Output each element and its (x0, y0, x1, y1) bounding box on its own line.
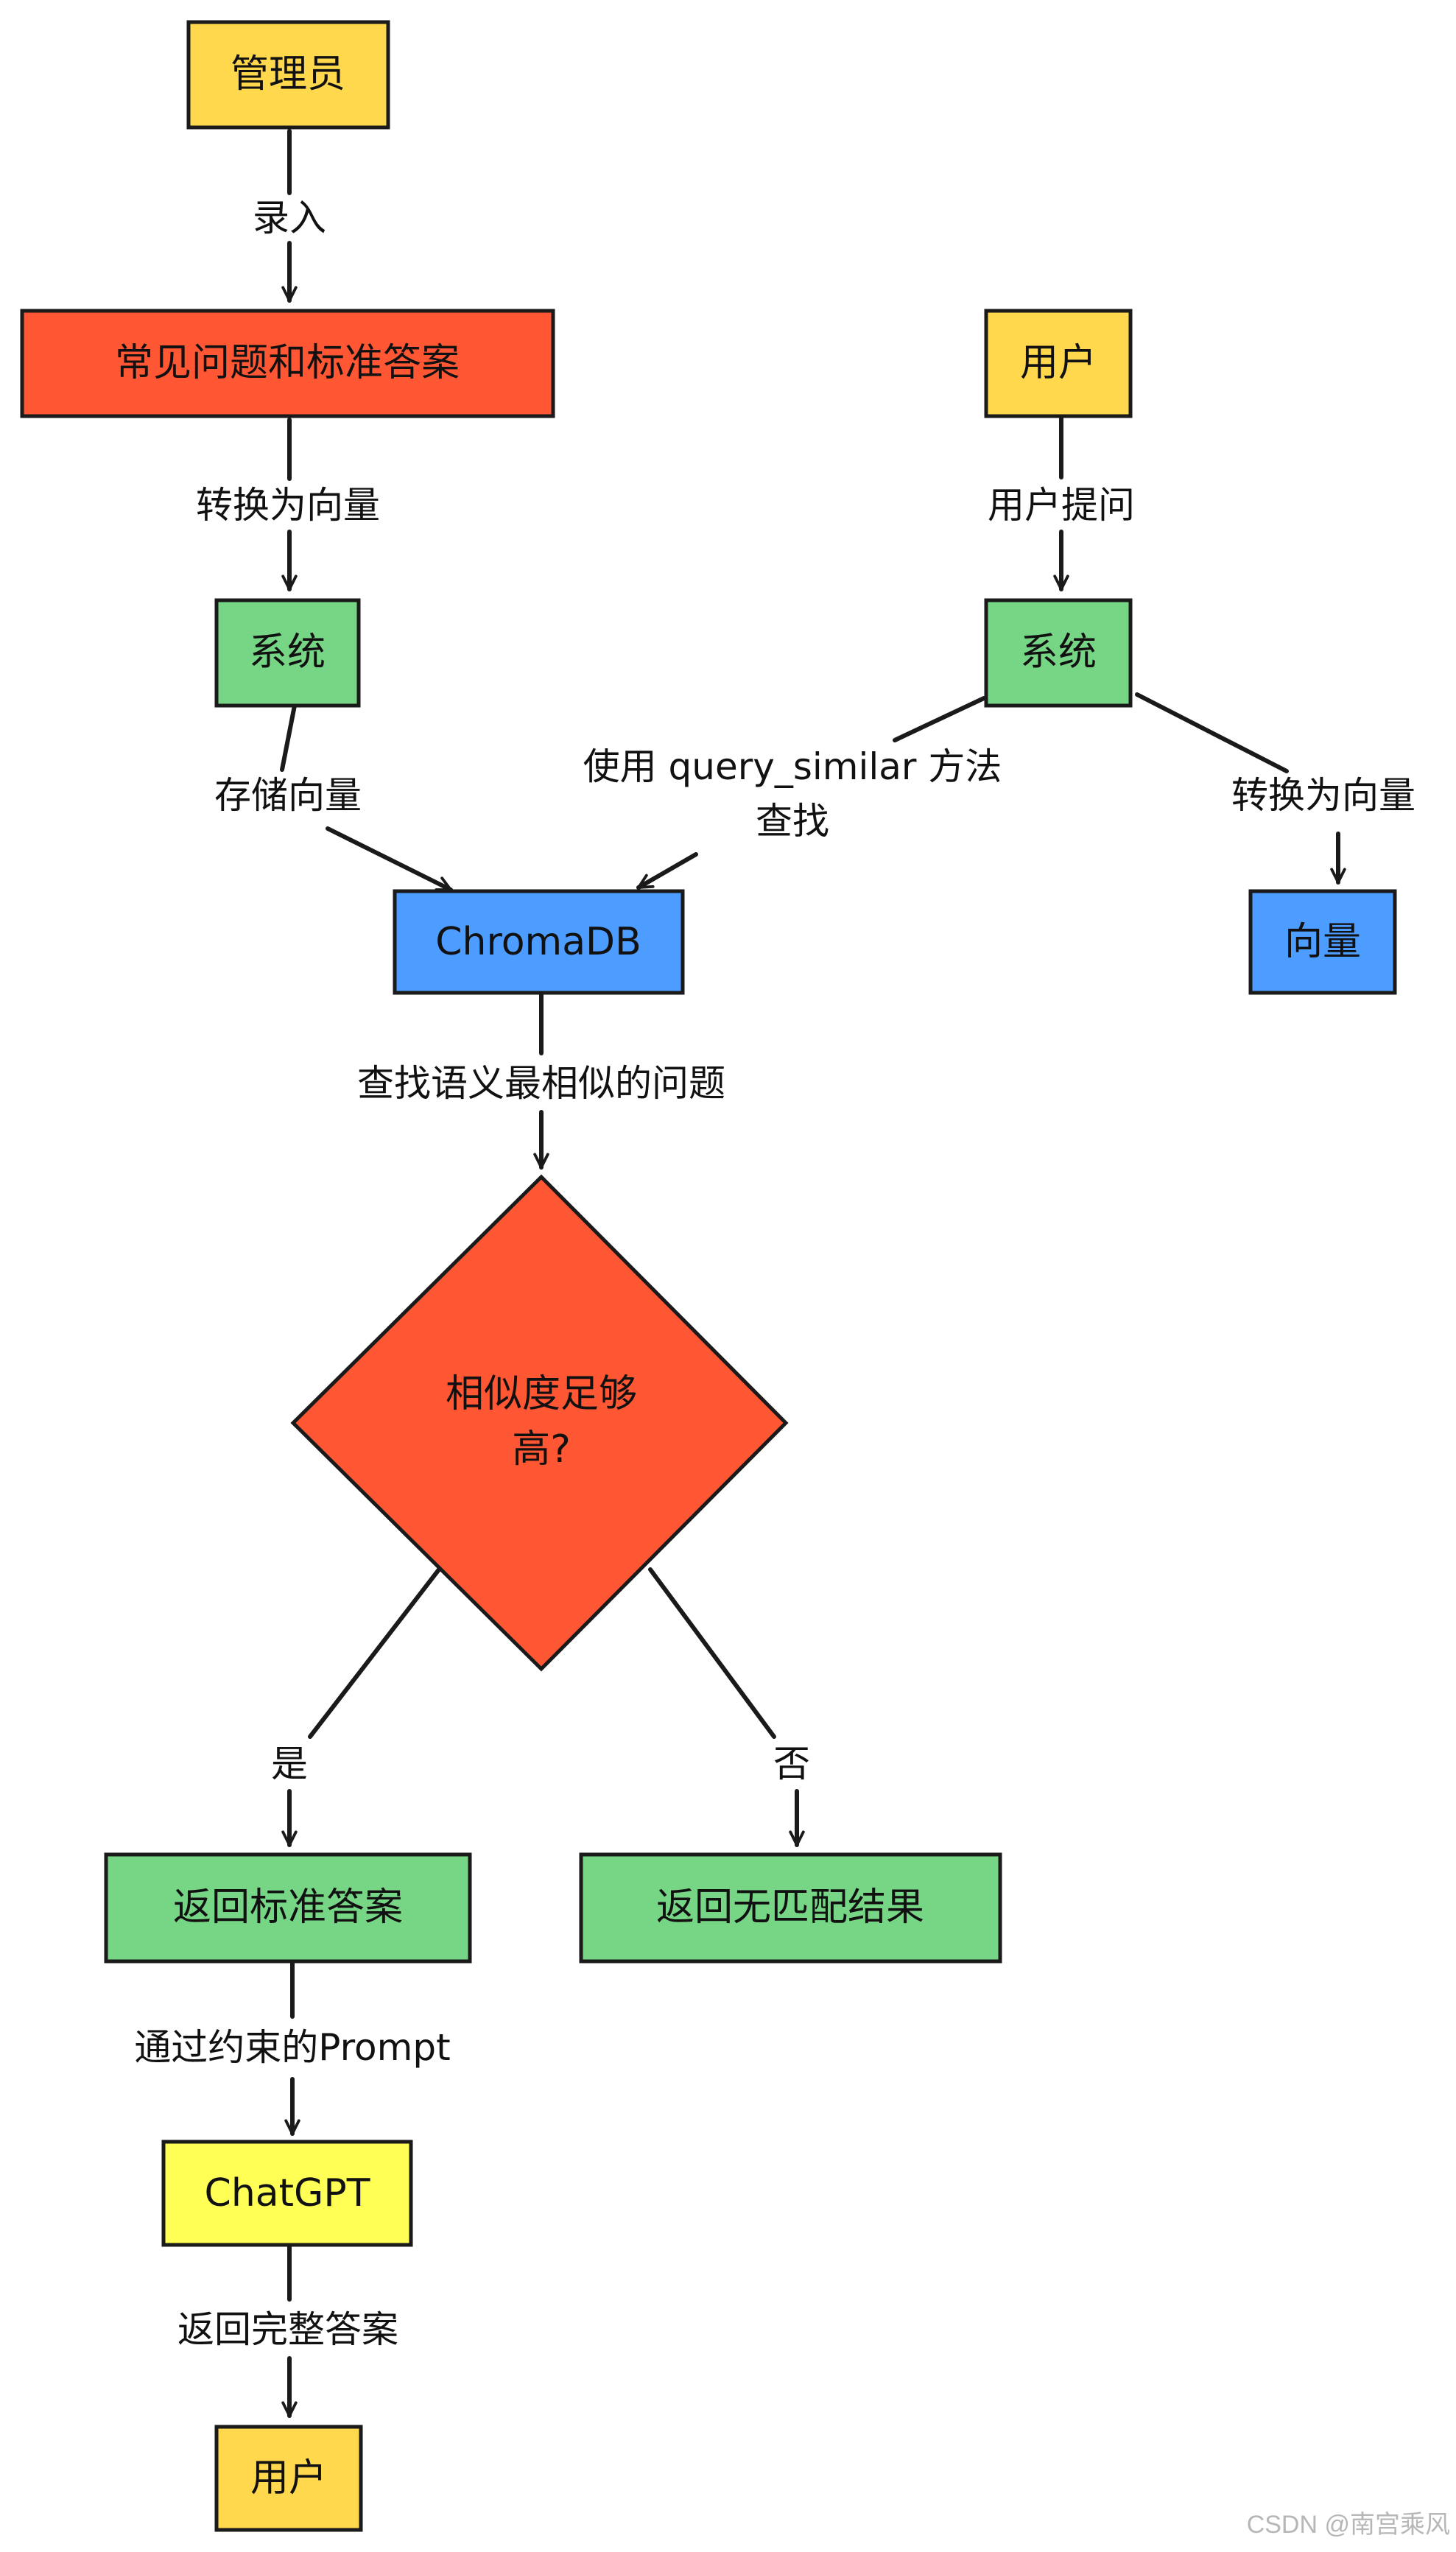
edge-label-store-vector: 存储向量 (214, 774, 362, 817)
edge-systemr-vector (1135, 692, 1289, 773)
edge-label-via-prompt: 通过约束的Prompt (134, 2026, 450, 2069)
edge-label-find-similar: 查找语义最相似的问题 (357, 1062, 725, 1105)
edge-label-query-2: 查找 (756, 800, 829, 843)
node-vector (1248, 889, 1397, 995)
edge-label-to-vector-right: 转换为向量 (1231, 774, 1415, 817)
node-no-match (579, 1852, 1002, 1964)
node-return-answer (104, 1852, 472, 1964)
node-decision (290, 1174, 789, 1672)
node-user-top-label: 用户 (1020, 341, 1097, 385)
edge-label-user-ask: 用户提问 (988, 484, 1135, 527)
node-admin-label: 管理员 (231, 52, 345, 96)
node-chromadb (393, 889, 685, 995)
node-no-match-label: 返回无匹配结果 (656, 1885, 924, 1930)
node-system-right (984, 598, 1133, 708)
edge-label-return-full: 返回完整答案 (177, 2308, 398, 2351)
watermark: CSDN @南宫乘风 (1246, 2511, 1450, 2539)
edge-system-chromadb (280, 703, 297, 772)
node-admin (186, 20, 390, 130)
edge-system-chromadb-arrow (326, 826, 453, 892)
edge-decision-no (648, 1567, 776, 1739)
node-chatgpt (161, 2140, 413, 2247)
node-return-answer-label: 返回标准答案 (173, 1885, 403, 1930)
node-system-right-label: 系统 (1020, 630, 1097, 675)
node-user-bottom (214, 2425, 363, 2532)
node-system-left (214, 598, 361, 708)
node-system-left-label: 系统 (249, 630, 326, 675)
edge-label-enter: 录入 (253, 197, 326, 239)
node-decision-label-1: 相似度足够 (446, 1372, 637, 1416)
node-vector-label: 向量 (1284, 920, 1361, 964)
edge-label-query-1: 使用 query_similar 方法 (583, 745, 1002, 788)
node-chatgpt-label: ChatGPT (205, 2171, 370, 2215)
edge-label-to-vector-left: 转换为向量 (196, 484, 380, 527)
node-user-bottom-label: 用户 (250, 2456, 327, 2500)
node-user-top (984, 309, 1133, 418)
edge-label-yes: 是 (271, 1743, 308, 1785)
edge-systemr-chromadb-arrow (636, 852, 698, 890)
node-faq (20, 309, 555, 418)
node-chromadb-label: ChromaDB (435, 920, 641, 964)
edge-systemr-chromadb (893, 696, 986, 742)
node-faq-label: 常见问题和标准答案 (115, 341, 460, 385)
edge-decision-yes (308, 1567, 441, 1739)
node-decision-label-2: 高? (512, 1427, 571, 1472)
edge-label-no: 否 (773, 1743, 810, 1785)
